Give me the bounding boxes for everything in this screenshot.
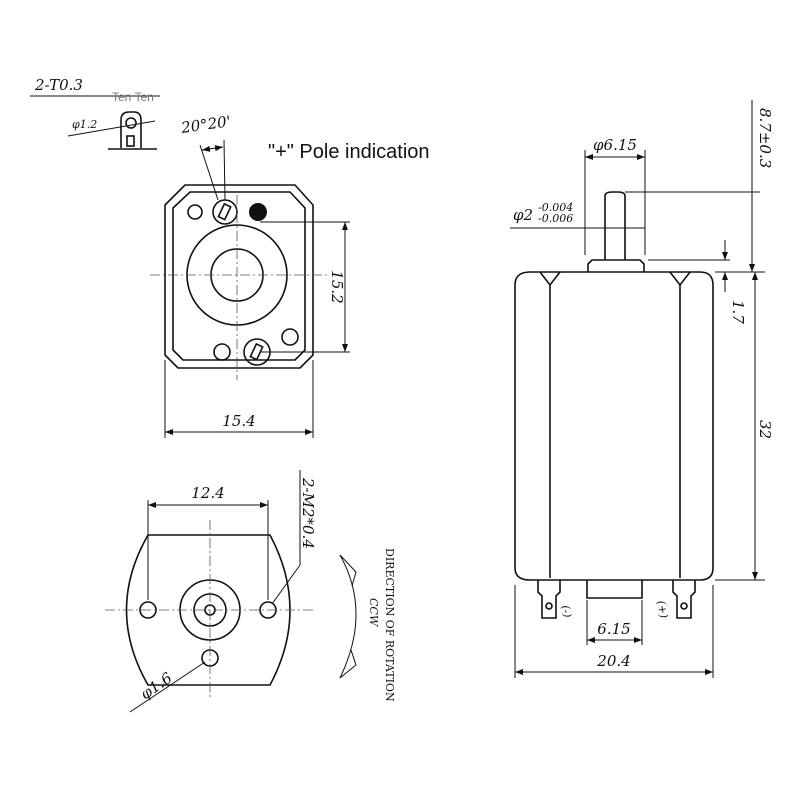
terminal-hole-label: φ1.2 (72, 118, 97, 131)
shaft-diameter-label: φ2 (513, 206, 533, 224)
end-width-label: 15.4 (222, 412, 255, 430)
boss-diameter-label: φ6.15 (593, 136, 637, 154)
body-length-label: 32 (756, 420, 774, 439)
end-view: 15.2 15.4 (150, 184, 350, 438)
positive-pole-dot (249, 203, 267, 221)
terminal-thickness-label: 2-T0.3 (34, 76, 83, 94)
end-height-label: 15.2 (328, 270, 346, 303)
terminal-detail: 2-T0.3 Ten Ten φ1.2 (30, 76, 160, 150)
terminal-positive-label: (+) (654, 599, 670, 619)
body-width-label: 20.4 (596, 652, 630, 670)
pole-indication-label: "+" Pole indication (268, 141, 430, 163)
side-view: (-) (+) φ6.15 φ2 -0.004 -0.006 8.7±0.3 1… (510, 100, 774, 678)
shaft-tolerance-upper: -0.004 (538, 201, 573, 214)
angle-label: 20°20' (179, 112, 232, 137)
shaft-tolerance-lower: -0.006 (538, 212, 573, 225)
terminal-spacing-label: 6.15 (597, 620, 630, 638)
terminal-negative-label: (-) (559, 604, 574, 618)
boss-height-label: 1.7 (729, 300, 747, 324)
screw-holes-label: 2-M2*0.4 (299, 477, 317, 549)
angle-dimension: 20°20' (179, 112, 232, 201)
rotation-direction-label: CCW (367, 598, 380, 628)
flange-view: 12.4 2-M2*0.4 φ1.6 DIRECTION OF ROTATION… (105, 470, 396, 713)
shaft-length-label: 8.7±0.3 (756, 108, 774, 168)
rotation-label: DIRECTION OF ROTATION (383, 548, 396, 702)
hole-spacing-label: 12.4 (191, 484, 224, 502)
rotation-arrow (339, 554, 357, 679)
watermark: Ten Ten (112, 90, 154, 104)
